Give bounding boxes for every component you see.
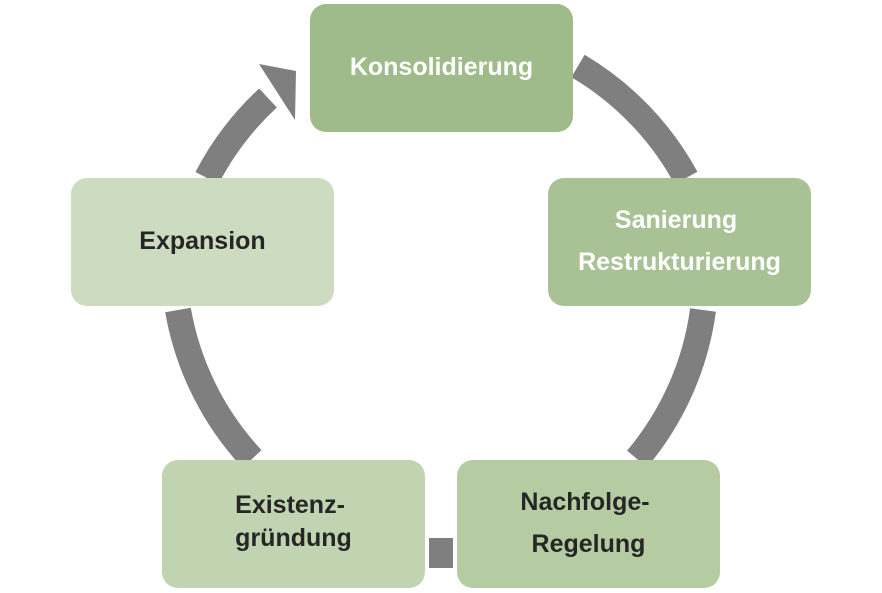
connector-nachfolge-existenz xyxy=(429,538,453,568)
node-label-line: Restrukturierung xyxy=(578,248,781,276)
node-box xyxy=(310,4,573,132)
connectors xyxy=(165,54,716,568)
node-box xyxy=(71,178,334,306)
node-label-line: gründung xyxy=(235,524,352,552)
connector-sanierung-nachfolge xyxy=(626,308,716,468)
node-konsolidierung: Konsolidierung xyxy=(310,4,573,132)
svg-text:Sanierung Restrukturieru: Sanierung Restrukturierung xyxy=(578,206,781,276)
node-label-line: Existenz- xyxy=(235,491,345,519)
node-label-line: Regelung xyxy=(532,530,646,558)
arrowhead-icon xyxy=(259,64,296,120)
connector-existenz-expansion xyxy=(165,307,262,468)
node-label-line: Expansion xyxy=(139,227,265,255)
node-expansion: Expansion xyxy=(71,178,334,306)
svg-text:Nachfolge- Regelung: Nachfolge- Regelung xyxy=(520,488,656,558)
node-label-line: Konsolidierung xyxy=(350,53,533,81)
node-label-line: Sanierung xyxy=(615,206,737,234)
svg-text:Expansion: Expansion xyxy=(139,227,265,255)
connector-expansion-konsolidierung xyxy=(195,88,277,185)
node-label-line: Nachfolge- xyxy=(520,488,649,516)
node-box xyxy=(457,460,720,588)
node-existenzgruendung: Existenz- gründung xyxy=(162,460,425,588)
svg-text:Existenz- gründung: Existenz- gründung xyxy=(235,491,352,552)
node-sanierung: Sanierung Restrukturierung xyxy=(548,178,811,306)
node-box xyxy=(548,178,811,306)
svg-text:Konsolidierung: Konsolidierung xyxy=(350,53,533,81)
connector-konsolidierung-sanierung xyxy=(571,54,698,185)
node-nachfolge-regelung: Nachfolge- Regelung xyxy=(457,460,720,588)
node-box xyxy=(162,460,425,588)
